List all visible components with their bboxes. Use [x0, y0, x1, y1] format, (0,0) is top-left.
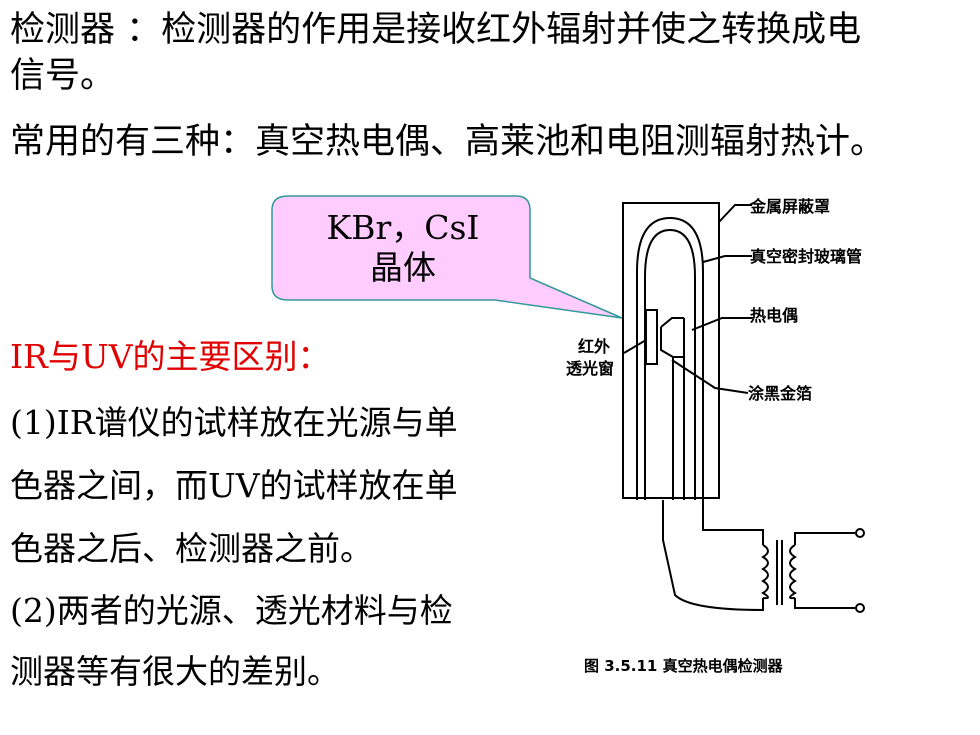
output-wire-top [794, 532, 855, 545]
label-blackened-foil: 涂黑金箔 [748, 384, 813, 403]
label-window-line-2: 透光窗 [566, 359, 615, 378]
callout-text: KBr，CsI 晶体 [272, 208, 534, 288]
label-window-line-1: 红外 [578, 337, 611, 356]
point1-line-3: 色器之后、检测器之前。 [10, 529, 373, 568]
leader-shield [718, 204, 752, 223]
metal-shield [622, 202, 720, 499]
callout-line-1: KBr，CsI [326, 208, 480, 247]
thermocouple-wire-2 [660, 317, 684, 328]
leader-window [623, 339, 647, 354]
terminal-bottom [855, 603, 865, 613]
point2-line-1: (2)两者的光源、透光材料与检 [10, 591, 453, 630]
point1-line-2: 色器之间，而UV的试样放在单 [10, 466, 458, 505]
thermocouple-wire-1 [660, 327, 684, 358]
coil-primary [761, 544, 769, 600]
leader-tube [702, 255, 752, 263]
label-metal-shield: 金属屏蔽罩 [750, 197, 831, 216]
wire-top [702, 500, 764, 545]
comparison-heading: IR与UV的主要区别： [10, 337, 331, 376]
detector-drawing [622, 202, 865, 613]
callout-line-2: 晶体 [370, 248, 436, 287]
point2-line-2: 测器等有很大的差别。 [10, 652, 340, 691]
label-glass-tube: 真空密封玻璃管 [750, 247, 863, 266]
ir-window [645, 309, 658, 365]
wire-bottom [662, 500, 764, 612]
leader-foil [671, 359, 749, 394]
terminal-top [855, 528, 865, 538]
coil-secondary [789, 544, 797, 600]
intro-line-1: 检测器 ：检测器的作用是接收红外辐射并使之转换成电 [10, 10, 862, 50]
output-wire-bottom [794, 598, 855, 609]
callout-bubble [271, 195, 623, 319]
intro-line-2: 信号。 [10, 56, 116, 96]
point1-line-1: (1)IR谱仪的试样放在光源与单 [10, 403, 458, 442]
glass-tube-inner [644, 228, 696, 500]
intro-line-3: 常用的有三种：真空热电偶、高莱池和电阻测辐射热计。 [10, 122, 886, 162]
figure-caption: 图 3.5.11 真空热电偶检测器 [584, 657, 783, 675]
leader-thermocouple [691, 317, 752, 331]
label-thermocouple: 热电偶 [750, 306, 799, 325]
glass-tube-outer [636, 216, 704, 500]
